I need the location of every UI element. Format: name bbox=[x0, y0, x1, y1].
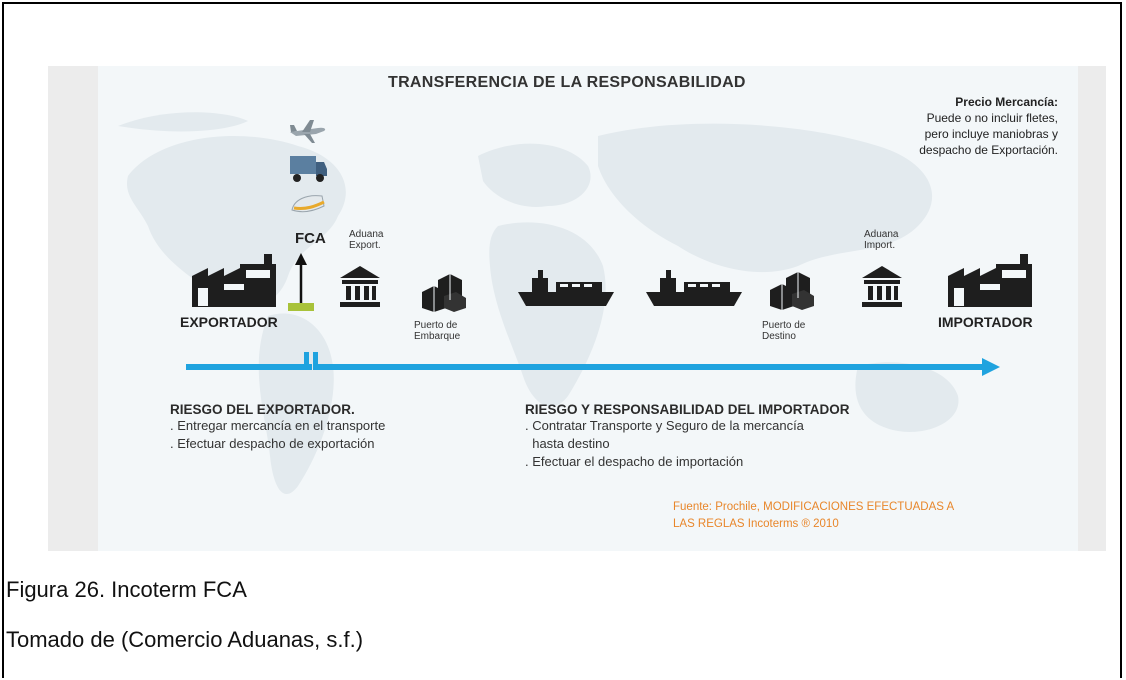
price-note: Precio Mercancía: Puede o no incluir fle… bbox=[919, 94, 1058, 158]
fca-handover-arrow bbox=[288, 253, 314, 311]
aduana-import-line: Aduana bbox=[864, 229, 899, 240]
boxes-icon bbox=[422, 274, 466, 312]
world-map-background bbox=[118, 112, 959, 495]
customs-building-icon bbox=[340, 266, 380, 307]
source-note: Fuente: Prochile, MODIFICACIONES EFECTUA… bbox=[673, 499, 954, 533]
left-margin-strip bbox=[48, 66, 98, 551]
aduana-export-line: Aduana bbox=[349, 229, 384, 240]
incoterm-diagram: TRANSFERENCIA DE LA RESPONSABILIDAD Prec… bbox=[98, 66, 1078, 551]
importer-label: IMPORTADOR bbox=[938, 314, 1033, 330]
source-line: Fuente: Prochile, MODIFICACIONES EFECTUA… bbox=[673, 501, 955, 513]
truck-icon bbox=[290, 156, 327, 182]
puerto-destino-line: Puerto de bbox=[762, 320, 806, 331]
price-line: pero incluye maniobras y bbox=[924, 127, 1058, 141]
price-title: Precio Mercancía: bbox=[955, 95, 1058, 109]
importer-risk-block: RIESGO Y RESPONSABILIDAD DEL IMPORTADOR … bbox=[525, 402, 850, 471]
responsibility-timeline-arrow bbox=[186, 352, 1000, 376]
right-margin-strip bbox=[1078, 66, 1106, 551]
figure-source: Tomado de (Comercio Aduanas, s.f.) bbox=[6, 627, 364, 652]
puerto-embarque-line: Embarque bbox=[414, 331, 461, 342]
exporter-risk-title: RIESGO DEL EXPORTADOR. bbox=[170, 402, 355, 417]
puerto-embarque-line: Puerto de bbox=[414, 320, 458, 331]
source-line: LAS REGLAS Incoterms ® 2010 bbox=[673, 518, 839, 530]
boxes-icon bbox=[770, 272, 814, 310]
airplane-icon bbox=[290, 120, 326, 143]
importer-risk-line: . Efectuar el despacho de importación bbox=[525, 454, 744, 469]
diagram-title: TRANSFERENCIA DE LA RESPONSABILIDAD bbox=[388, 74, 746, 91]
exporter-risk-line: . Entregar mercancía en el transporte bbox=[170, 418, 386, 433]
customs-building-icon bbox=[862, 266, 902, 307]
exporter-risk-line: . Efectuar despacho de exportación bbox=[170, 436, 375, 451]
fca-label: FCA bbox=[295, 230, 326, 247]
ship-icon bbox=[518, 270, 614, 306]
aduana-import-label: Aduana Import. bbox=[864, 229, 898, 251]
aduana-export-label: Aduana Export. bbox=[349, 229, 383, 251]
aduana-export-line: Export. bbox=[349, 240, 381, 251]
exporter-factory-icon bbox=[192, 254, 276, 307]
exporter-risk-block: RIESGO DEL EXPORTADOR. . Entregar mercan… bbox=[170, 402, 385, 453]
puerto-destino-label: Puerto de Destino bbox=[762, 320, 805, 342]
exporter-label: EXPORTADOR bbox=[180, 314, 278, 330]
importer-risk-title: RIESGO Y RESPONSABILIDAD DEL IMPORTADOR bbox=[525, 402, 850, 417]
importer-risk-line: hasta destino bbox=[525, 436, 610, 451]
importer-factory-icon bbox=[948, 254, 1032, 307]
ship-icon bbox=[646, 270, 742, 306]
price-line: despacho de Exportación. bbox=[919, 143, 1058, 157]
aduana-import-line: Import. bbox=[864, 240, 896, 251]
puerto-embarque-label: Puerto de Embarque bbox=[414, 320, 460, 342]
figure-caption: Figura 26. Incoterm FCA bbox=[6, 577, 247, 602]
train-icon bbox=[291, 195, 325, 213]
puerto-destino-line: Destino bbox=[762, 331, 796, 342]
price-line: Puede o no incluir fletes, bbox=[926, 111, 1058, 125]
importer-risk-line: . Contratar Transporte y Seguro de la me… bbox=[525, 418, 804, 433]
